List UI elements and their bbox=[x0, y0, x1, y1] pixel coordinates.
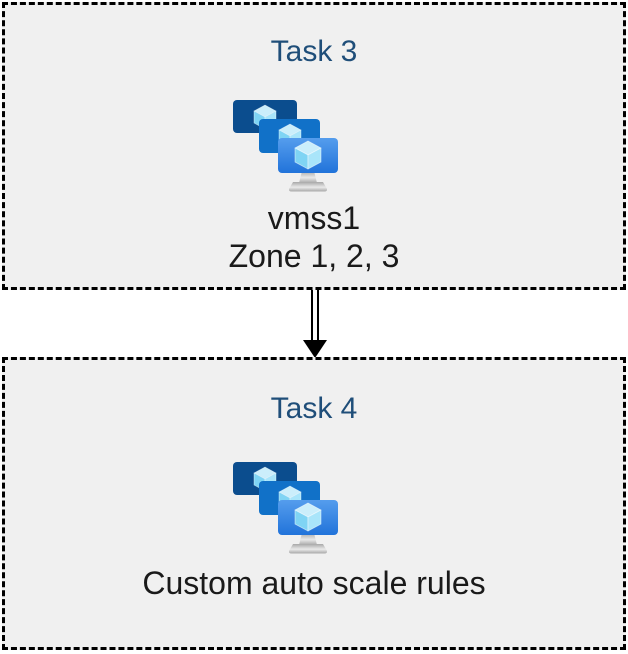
task3-labels: vmss1 Zone 1, 2, 3 bbox=[5, 199, 623, 275]
arrow-head-icon bbox=[303, 340, 327, 358]
monitor-stand bbox=[288, 533, 328, 554]
autoscale-rules-label: Custom auto scale rules bbox=[142, 565, 486, 601]
monitor-front bbox=[278, 138, 338, 173]
monitor-front bbox=[278, 500, 338, 535]
arrow-shaft bbox=[311, 290, 319, 344]
task4-labels: Custom auto scale rules bbox=[5, 564, 623, 602]
task3-title: Task 3 bbox=[270, 35, 358, 68]
vm-scale-set-icon bbox=[233, 100, 338, 192]
task3-box: Task 3 bbox=[2, 2, 626, 290]
zone-label: Zone 1, 2, 3 bbox=[228, 238, 400, 274]
vmss-name-label: vmss1 bbox=[267, 200, 361, 236]
monitor-stand bbox=[288, 171, 328, 192]
task4-box: Task 4 bbox=[2, 357, 626, 650]
monitor-middle bbox=[259, 481, 320, 515]
task4-title: Task 4 bbox=[270, 392, 358, 425]
vm-scale-set-icon bbox=[233, 462, 338, 554]
